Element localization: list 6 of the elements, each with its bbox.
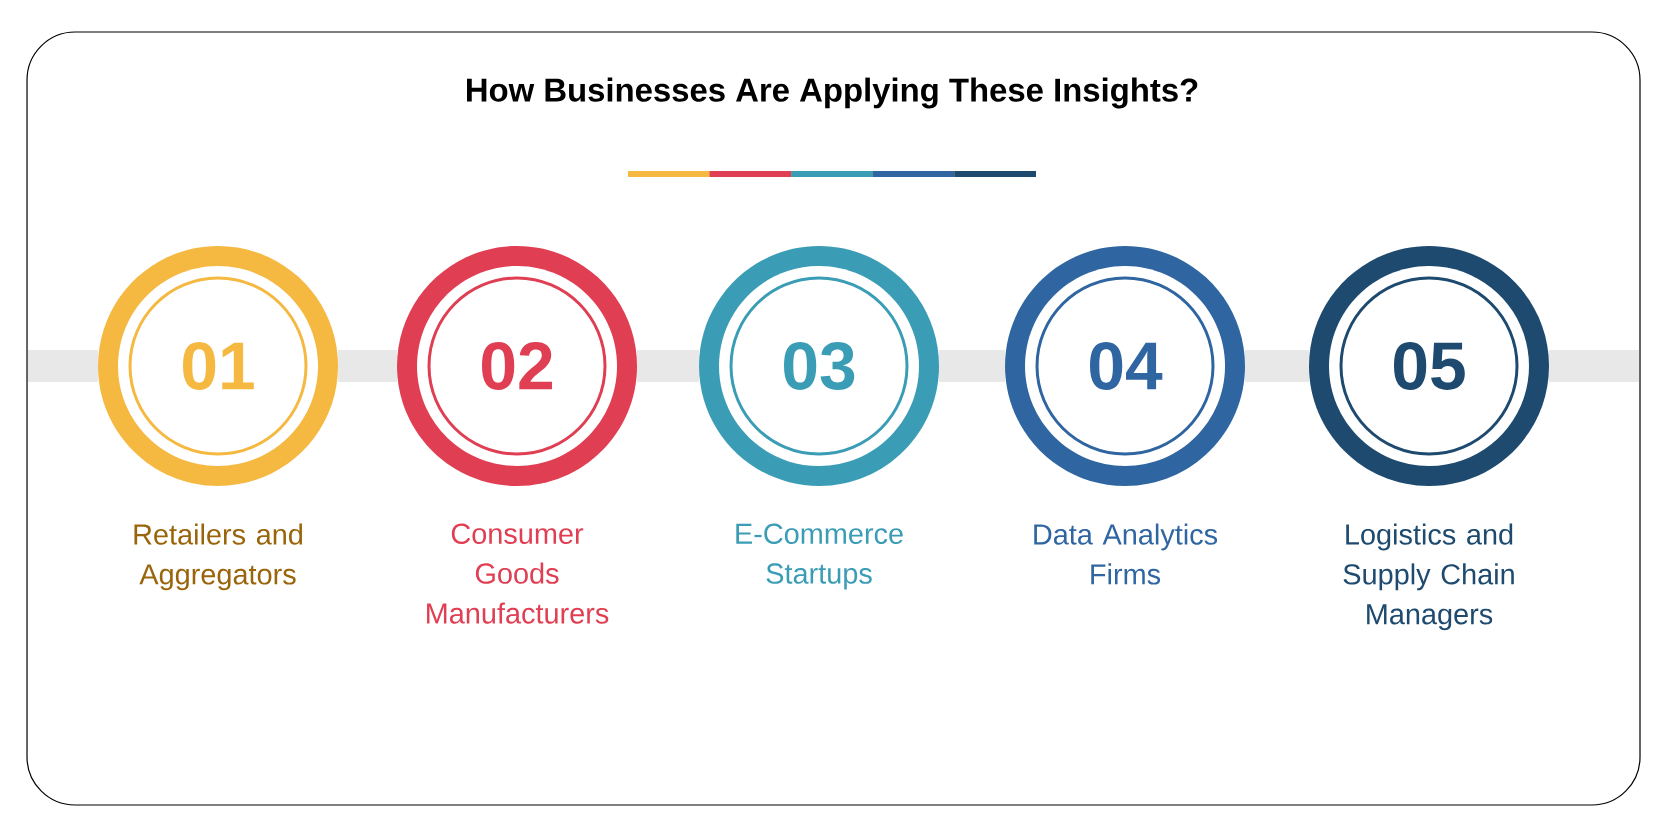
category-label: Logistics and Supply Chain Managers [1343,523,1514,631]
category-label: E-Commerce Startups [736,523,903,590]
category-label: Retailers and Aggregators [134,523,302,591]
category-label: Data Analytics Firms [1034,523,1218,585]
title: How Businesses Are Applying These Insights? [467,77,1198,109]
category-label: Consumer Goods Manufacturers [427,523,609,624]
